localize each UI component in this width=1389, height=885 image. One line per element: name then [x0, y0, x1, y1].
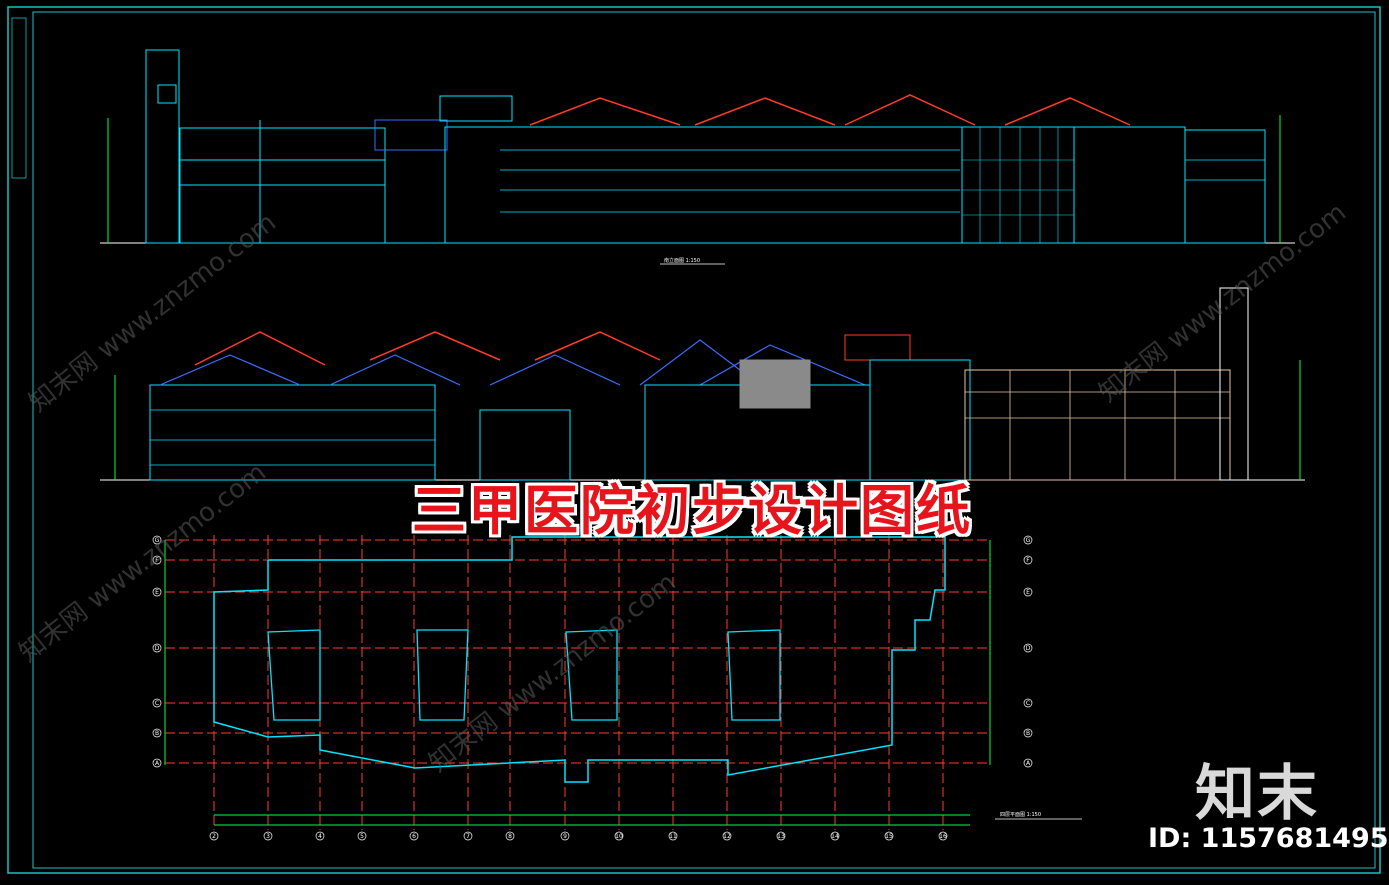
svg-text:8: 8 [508, 833, 512, 840]
brand-logo: 知末 [1195, 759, 1319, 829]
svg-text:2: 2 [212, 833, 216, 840]
svg-text:C: C [155, 700, 159, 707]
svg-text:13: 13 [777, 833, 785, 840]
resource-id: ID: 1157681495 [1148, 823, 1389, 854]
caption-plan: 四层平面图 1:150 [1000, 812, 1041, 818]
svg-text:D: D [155, 645, 160, 652]
svg-text:C: C [1026, 700, 1030, 707]
title-strip [11, 17, 27, 179]
svg-text:15: 15 [885, 833, 893, 840]
top-elevation [100, 49, 1295, 244]
svg-text:7: 7 [466, 833, 470, 840]
plan-row-labels: G F E D C B A G F E D C B A [152, 535, 1033, 768]
svg-text:B: B [155, 730, 159, 737]
caption-top-elevation: 南立面图 1:150 [664, 257, 700, 264]
plan-col-labels: 2 3 4 5 6 7 8 9 10 11 12 13 14 15 16 [209, 831, 948, 841]
svg-text:10: 10 [615, 833, 623, 840]
svg-text:B: B [1026, 730, 1030, 737]
svg-text:3: 3 [266, 833, 270, 840]
svg-text:D: D [1026, 645, 1031, 652]
svg-text:E: E [155, 589, 159, 596]
svg-text:5: 5 [360, 833, 364, 840]
outer-frame [7, 6, 1381, 874]
middle-elevation [100, 287, 1305, 481]
svg-text:11: 11 [669, 833, 677, 840]
svg-text:G: G [155, 537, 160, 544]
svg-text:A: A [155, 760, 160, 767]
svg-text:E: E [1026, 589, 1030, 596]
svg-text:9: 9 [563, 833, 567, 840]
svg-text:F: F [1026, 557, 1030, 564]
page-title-banner: 三甲医院初步设计图纸 [412, 478, 972, 542]
svg-text:14: 14 [831, 833, 839, 840]
svg-text:12: 12 [723, 833, 731, 840]
svg-text:F: F [155, 557, 159, 564]
svg-text:A: A [1026, 760, 1031, 767]
floor-plan [164, 535, 991, 830]
svg-text:16: 16 [939, 833, 947, 840]
svg-text:6: 6 [412, 833, 416, 840]
svg-text:G: G [1026, 537, 1031, 544]
inner-frame [32, 11, 1376, 869]
svg-text:4: 4 [318, 833, 322, 840]
